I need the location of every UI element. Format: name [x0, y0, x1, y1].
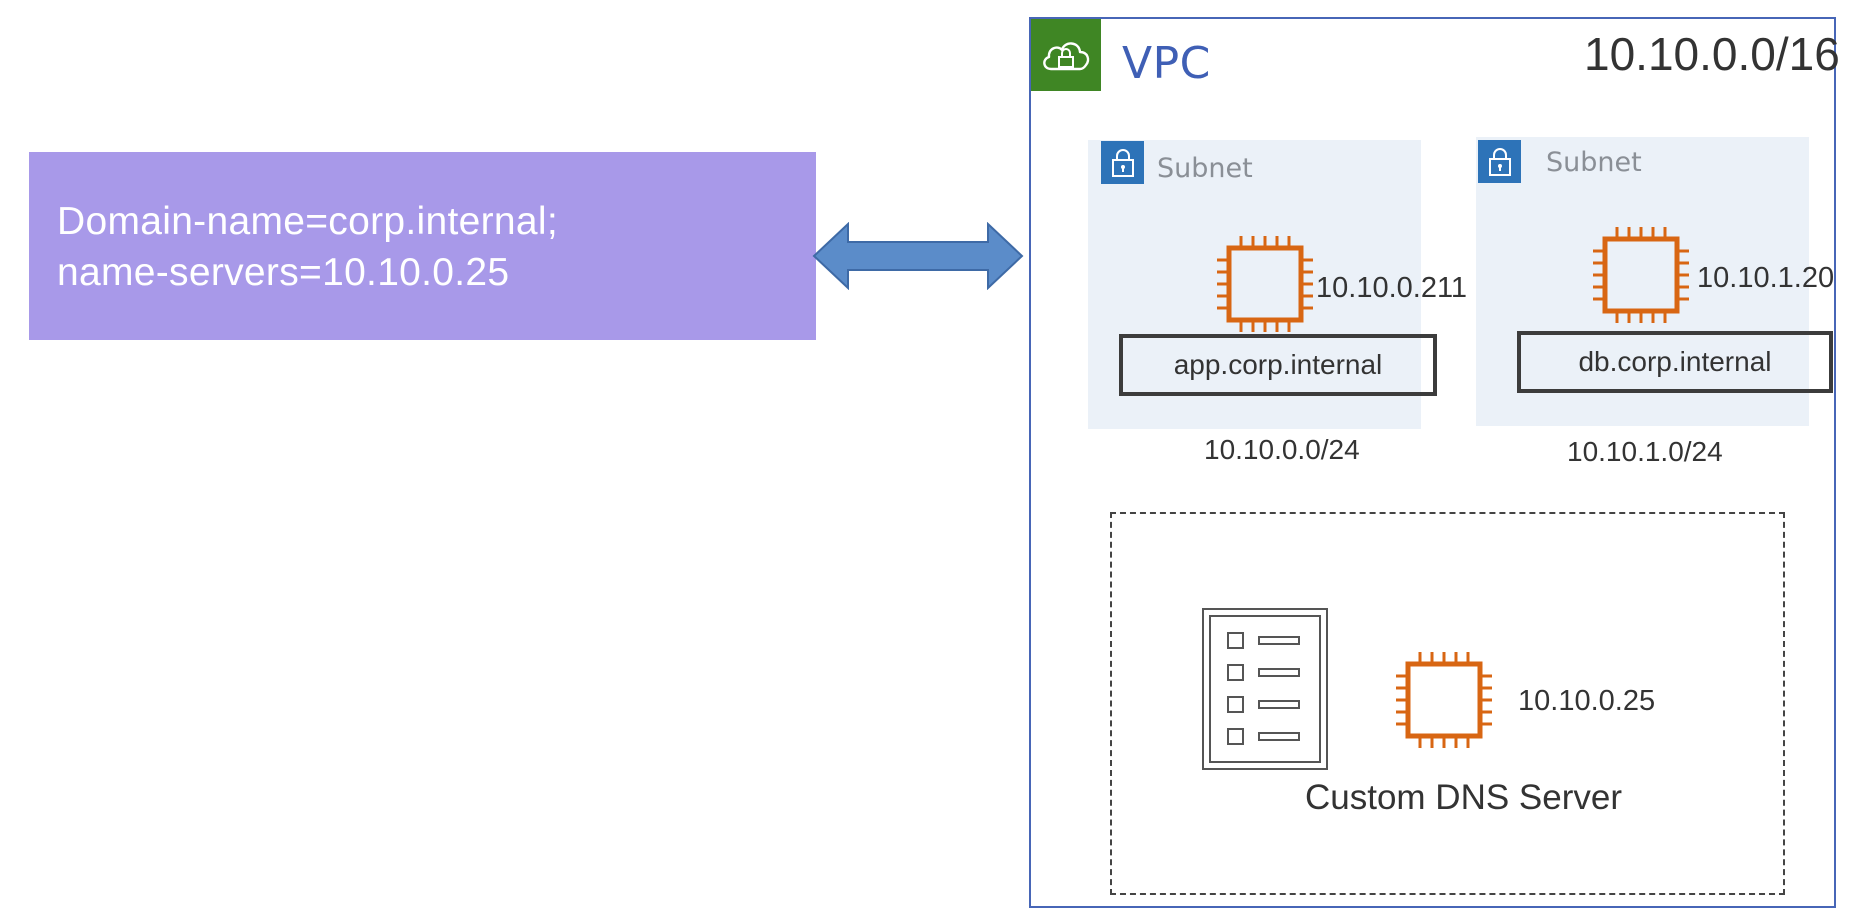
bidirectional-arrow [812, 222, 1024, 290]
hostname-db: db.corp.internal [1517, 331, 1833, 393]
subnet-label: Subnet [1157, 153, 1253, 184]
ec2-instance-icon [1217, 236, 1313, 332]
hostname-app: app.corp.internal [1119, 334, 1437, 396]
dhcp-domain-name: Domain-name=corp.internal; [57, 200, 558, 243]
subnet-db: Subnet [1476, 137, 1809, 426]
vpc-label: VPC [1122, 38, 1211, 89]
cloud-lock-icon [1031, 19, 1101, 91]
subnet-label: Subnet [1546, 147, 1642, 178]
dhcp-name-servers: name-servers=10.10.0.25 [57, 251, 510, 294]
ec2-instance-icon [1593, 227, 1689, 323]
lock-icon [1101, 141, 1144, 184]
lock-icon [1478, 140, 1521, 183]
subnet-app: Subnet [1088, 140, 1421, 429]
dns-server-group [1110, 512, 1785, 895]
dns-records-icon [1202, 608, 1328, 770]
dns-server-ip: 10.10.0.25 [1518, 685, 1656, 717]
subnet-cidr-db: 10.10.1.0/24 [1567, 436, 1723, 467]
dns-server-label: Custom DNS Server [1305, 778, 1623, 817]
dhcp-options-box: Domain-name=corp.internal; name-servers=… [29, 152, 816, 340]
vpc-cidr: 10.10.0.0/16 [1584, 28, 1840, 80]
instance-ip-app: 10.10.0.211 [1316, 272, 1468, 304]
instance-ip-db: 10.10.1.20 [1697, 262, 1835, 294]
subnet-cidr-app: 10.10.0.0/24 [1204, 434, 1360, 465]
ec2-instance-icon [1396, 652, 1492, 748]
vpc-container [1029, 17, 1836, 908]
